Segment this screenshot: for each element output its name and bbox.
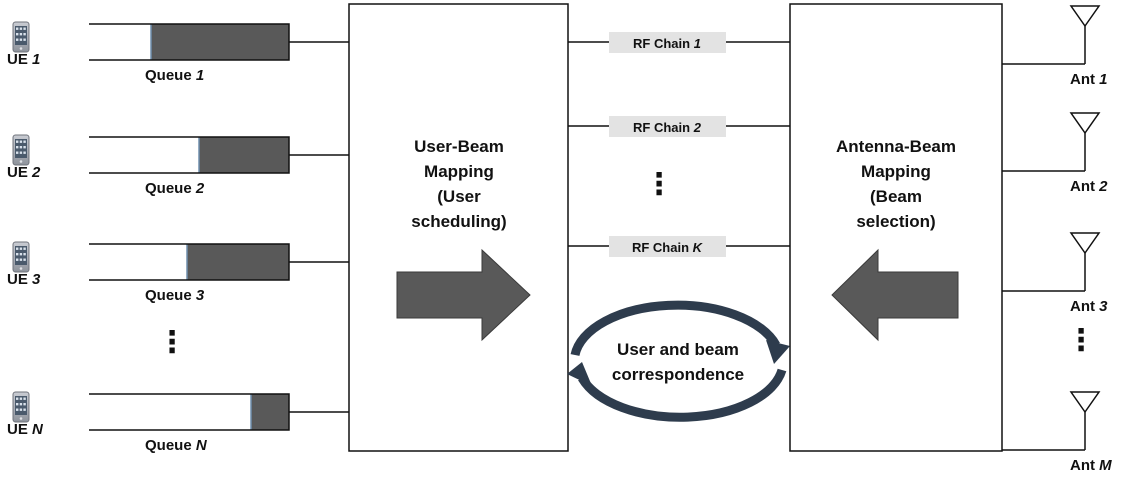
ue-row: UE 2 Queue 2 bbox=[7, 134, 349, 197]
rf-chain-2-label-box bbox=[609, 116, 726, 137]
smartphone-icon bbox=[12, 134, 30, 166]
left-arrow-icon bbox=[831, 248, 959, 342]
smartphone-icon bbox=[12, 241, 30, 273]
rf-chain-1-label-box bbox=[609, 32, 726, 53]
antenna-row: Ant 3 bbox=[1002, 232, 1108, 315]
user-beam-line-4: scheduling) bbox=[411, 212, 506, 231]
user-beam-line-3: (User bbox=[437, 187, 481, 206]
antenna-label: Ant 3 bbox=[1070, 298, 1108, 315]
smartphone-icon bbox=[12, 391, 30, 423]
cycle-arrow-top bbox=[570, 300, 780, 357]
antenna-beam-mapping-box bbox=[789, 3, 1003, 452]
queue-fill bbox=[151, 24, 289, 60]
antenna-icon bbox=[1069, 232, 1101, 291]
antenna-beam-mapping-block: Antenna-Beam Mapping (Beam selection) bbox=[789, 3, 1003, 452]
antenna-beam-line-1: Antenna-Beam bbox=[836, 137, 956, 156]
antenna-row: Ant 2 bbox=[1002, 112, 1108, 195]
ue-row: UE 1 Queue 1 bbox=[7, 21, 349, 84]
antenna-icon bbox=[1069, 391, 1101, 450]
cycle-arrow-bottom bbox=[578, 368, 787, 422]
rf-chain-2-label: RF Chain 2 bbox=[633, 120, 702, 135]
rf-chain-1-label: RF Chain 1 bbox=[633, 36, 701, 51]
antenna-row: Ant 1 bbox=[1002, 5, 1108, 88]
user-beam-mapping-box bbox=[348, 3, 569, 452]
queue-label: Queue 2 bbox=[145, 180, 205, 197]
rf-chain-k-label: RF Chain K bbox=[632, 240, 704, 255]
cycle-arrowhead-right bbox=[766, 340, 790, 364]
ue-ellipsis: ⋮ bbox=[157, 326, 187, 359]
cycle-arrowhead-left bbox=[567, 362, 592, 386]
antenna-label: Ant 1 bbox=[1070, 71, 1108, 88]
queue-label: Queue 3 bbox=[145, 287, 205, 304]
queue-label: Queue 1 bbox=[145, 67, 204, 84]
queue-fill bbox=[187, 244, 289, 280]
rf-ellipsis: ⋮ bbox=[644, 168, 674, 201]
rf-chains: RF Chain 1 RF Chain 2 ⋮ RF Chain K bbox=[568, 32, 790, 257]
ue-rows: UE 1 Queue 1 UE 2 Queue 2 UE 3 Queue 3 UE N Que… bbox=[7, 21, 349, 454]
right-arrow-icon bbox=[396, 248, 531, 342]
ue-label: UE N bbox=[7, 421, 44, 438]
antenna-beam-line-3: (Beam bbox=[870, 187, 922, 206]
antenna-icon bbox=[1069, 112, 1101, 171]
antenna-label: Ant 2 bbox=[1070, 178, 1108, 195]
ue-label: UE 2 bbox=[7, 164, 41, 181]
queue-fill bbox=[199, 137, 289, 173]
antenna-beam-line-2: Mapping bbox=[861, 162, 931, 181]
user-beam-line-1: User-Beam bbox=[414, 137, 504, 156]
correspondence-line-2: correspondence bbox=[612, 365, 744, 384]
antenna-ellipsis: ⋮ bbox=[1066, 324, 1096, 357]
antenna-icon bbox=[1069, 5, 1101, 64]
user-beam-line-2: Mapping bbox=[424, 162, 494, 181]
rf-chain-k-label-box bbox=[609, 236, 726, 257]
ue-row: UE 3 Queue 3 bbox=[7, 241, 349, 304]
antenna-label: Ant M bbox=[1070, 457, 1112, 474]
user-beam-mapping-block: User-Beam Mapping (User scheduling) bbox=[348, 3, 569, 452]
correspondence-cycle: User and beam correspondence bbox=[567, 300, 790, 422]
ue-label: UE 3 bbox=[7, 271, 41, 288]
ue-label: UE 1 bbox=[7, 51, 40, 68]
antenna-beam-line-4: selection) bbox=[856, 212, 935, 231]
queue-label: Queue N bbox=[145, 437, 208, 454]
queue-fill bbox=[251, 394, 289, 430]
correspondence-line-1: User and beam bbox=[617, 340, 739, 359]
antenna-row: Ant M bbox=[1002, 391, 1112, 474]
smartphone-icon bbox=[12, 21, 30, 53]
antenna-rows: Ant 1 Ant 2 Ant 3 Ant M bbox=[1002, 5, 1112, 474]
ue-row: UE N Queue N bbox=[7, 391, 349, 454]
